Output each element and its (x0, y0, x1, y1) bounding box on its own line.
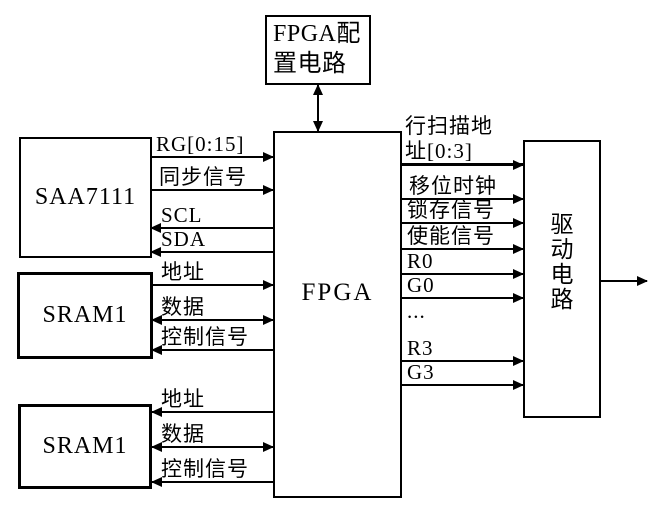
arrowhead-right (263, 152, 274, 162)
arrowhead-down (313, 121, 323, 132)
arrowhead-up (313, 84, 323, 95)
arrowhead-right (513, 244, 524, 254)
signal-label-r0: R0 (407, 249, 434, 273)
signal-label-rg: RG[0:15] (156, 132, 245, 156)
arrowhead-right (513, 356, 524, 366)
signal-label-enable-signal: 使能信号 (407, 224, 495, 248)
block-fpga: FPGA (273, 131, 402, 498)
arrowhead-right (263, 280, 274, 290)
wire-sda (150, 247, 273, 257)
arrowhead-right (637, 276, 648, 286)
wire-g0 (402, 293, 524, 303)
arrowhead-right (513, 293, 524, 303)
wire-row-scan-address (402, 159, 524, 170)
wire-data-top (151, 315, 274, 325)
wire-rg (151, 152, 274, 162)
arrowhead-right (263, 315, 274, 325)
wire-sync (151, 185, 274, 195)
block-label-fpga-config: FPGA配置电路 (273, 21, 361, 77)
wire-r0 (402, 269, 524, 279)
arrowhead-right (513, 269, 524, 279)
signal-label-data-bottom: 数据 (161, 422, 205, 446)
block-sram1-bottom: SRAM1 (18, 404, 152, 489)
wire-addr-bottom (151, 407, 273, 417)
wire-shift-clock (402, 194, 524, 204)
arrowhead-left (151, 477, 162, 487)
arrowhead-right (513, 218, 524, 228)
block-fpga-config-circuit: FPGA配置电路 (265, 15, 371, 85)
wire-g3 (402, 380, 524, 390)
arrowhead-left (150, 223, 161, 233)
signal-label-r3: R3 (407, 336, 434, 360)
arrowhead-right (513, 159, 524, 170)
arrowhead-left (151, 315, 162, 325)
block-label-saa7111: SAA7111 (34, 184, 137, 210)
wire-driver-output (601, 276, 648, 286)
signal-label-ellipsis: ... (407, 299, 426, 323)
block-label-driver: 驱动电路 (550, 212, 574, 312)
arrowhead-right (263, 185, 274, 195)
wire-addr-top (152, 280, 274, 290)
wire-config-link (313, 84, 323, 132)
arrowhead-left (151, 345, 162, 355)
block-label-fpga: FPGA (301, 279, 374, 306)
wire-latch-signal (402, 218, 524, 228)
signal-label-shift-clock: 移位时钟 (409, 174, 497, 198)
signal-label-data-top: 数据 (161, 295, 205, 319)
arrowhead-right (513, 194, 524, 204)
block-driver-circuit: 驱动电路 (523, 140, 601, 418)
wire-ctrl-bottom (151, 477, 273, 487)
block-label-sram1-bottom: SRAM1 (42, 433, 128, 459)
signal-label-g3: G3 (407, 360, 435, 384)
signal-label-addr-bottom: 地址 (161, 387, 205, 411)
arrowhead-right (263, 442, 274, 452)
signal-label-ctrl-bottom: 控制信号 (161, 457, 249, 481)
wire-ctrl-top (151, 345, 273, 355)
signal-label-sda: SDA (161, 227, 207, 251)
signal-label-row-scan-address: 行扫描地址[0:3] (405, 114, 493, 163)
wire-enable-signal (402, 244, 524, 254)
arrowhead-left (151, 442, 162, 452)
signal-label-addr-top: 地址 (161, 260, 205, 284)
signal-label-sync: 同步信号 (159, 165, 247, 189)
wire-scl (150, 223, 273, 233)
signal-label-g0: G0 (407, 273, 435, 297)
signal-label-ctrl-top: 控制信号 (161, 325, 249, 349)
block-label-sram1-top: SRAM1 (42, 302, 128, 328)
wire-r3 (402, 356, 524, 366)
block-saa7111: SAA7111 (19, 137, 152, 258)
arrowhead-left (150, 247, 161, 257)
arrowhead-left (151, 407, 162, 417)
arrowhead-right (513, 380, 524, 390)
signal-label-latch-signal: 锁存信号 (407, 198, 495, 222)
wire-data-bottom (151, 442, 274, 452)
block-sram1-top: SRAM1 (17, 272, 153, 359)
signal-label-scl: SCL (161, 203, 203, 227)
